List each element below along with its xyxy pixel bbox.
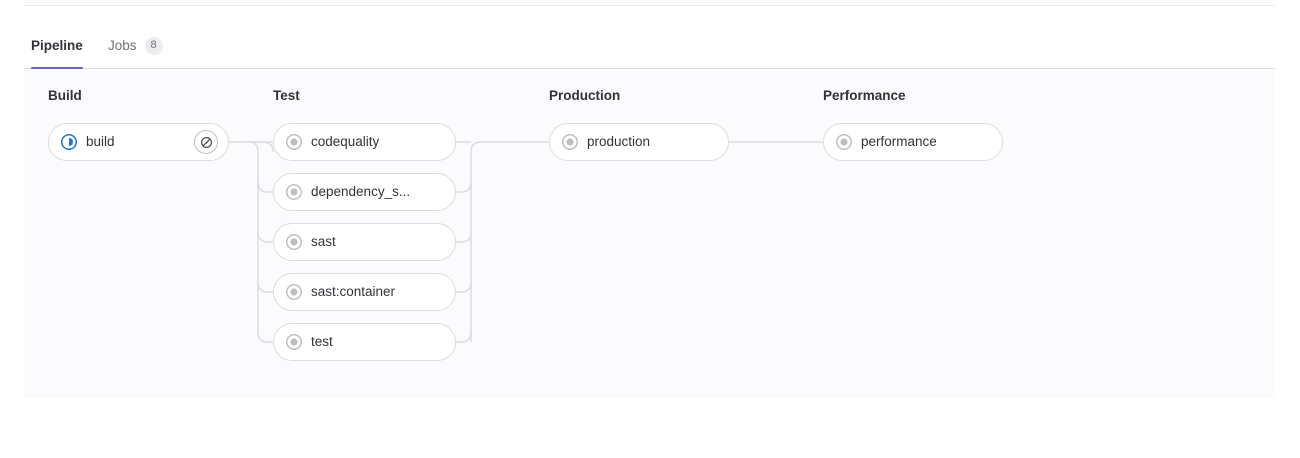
- pipeline-connectors: [229, 141, 823, 343]
- job-performance-label: performance: [861, 135, 937, 149]
- job-test[interactable]: test: [273, 323, 456, 361]
- job-sast-container[interactable]: sast:container: [273, 273, 456, 311]
- tab-jobs-label: Jobs: [108, 37, 137, 53]
- job-performance[interactable]: performance: [823, 123, 1003, 161]
- job-build[interactable]: build: [48, 123, 229, 161]
- job-codequality[interactable]: codequality: [273, 123, 456, 161]
- status-created-icon: [286, 184, 302, 200]
- job-dependency-scanning-label: dependency_s...: [311, 185, 411, 199]
- cancel-glyph: [200, 136, 212, 148]
- job-production-label: production: [587, 135, 651, 149]
- job-sast-label: sast: [311, 235, 336, 249]
- tab-active-underline: [31, 67, 83, 69]
- job-sast[interactable]: sast: [273, 223, 456, 261]
- stage-build-title: Build: [48, 88, 82, 103]
- status-created-icon: [286, 334, 302, 350]
- status-created-icon: [562, 134, 578, 150]
- status-running-icon: [61, 134, 77, 150]
- tab-bar: Pipeline Jobs 8: [0, 22, 1300, 69]
- job-build-label: build: [86, 135, 115, 149]
- job-dependency-scanning[interactable]: dependency_s...: [273, 173, 456, 211]
- pipeline-graph: Build build Test: [24, 70, 1275, 398]
- job-test-label: test: [311, 335, 333, 349]
- stage-test-title: Test: [273, 88, 300, 103]
- tab-jobs-count-badge: 8: [144, 36, 163, 55]
- status-created-icon: [286, 134, 302, 150]
- stage-production-title: Production: [549, 88, 621, 103]
- status-created-icon: [286, 234, 302, 250]
- tab-pipeline[interactable]: Pipeline: [31, 22, 83, 69]
- job-sast-container-label: sast:container: [311, 285, 396, 299]
- status-created-icon: [286, 284, 302, 300]
- job-codequality-label: codequality: [311, 135, 380, 149]
- tab-jobs[interactable]: Jobs 8: [108, 22, 163, 69]
- stage-performance-title: Performance: [823, 88, 906, 103]
- top-divider: [24, 5, 1275, 6]
- status-created-icon: [836, 134, 852, 150]
- tab-bar-divider: [24, 68, 1275, 69]
- tab-pipeline-label: Pipeline: [31, 37, 83, 53]
- job-production[interactable]: production: [549, 123, 729, 161]
- cancel-icon[interactable]: [194, 130, 218, 154]
